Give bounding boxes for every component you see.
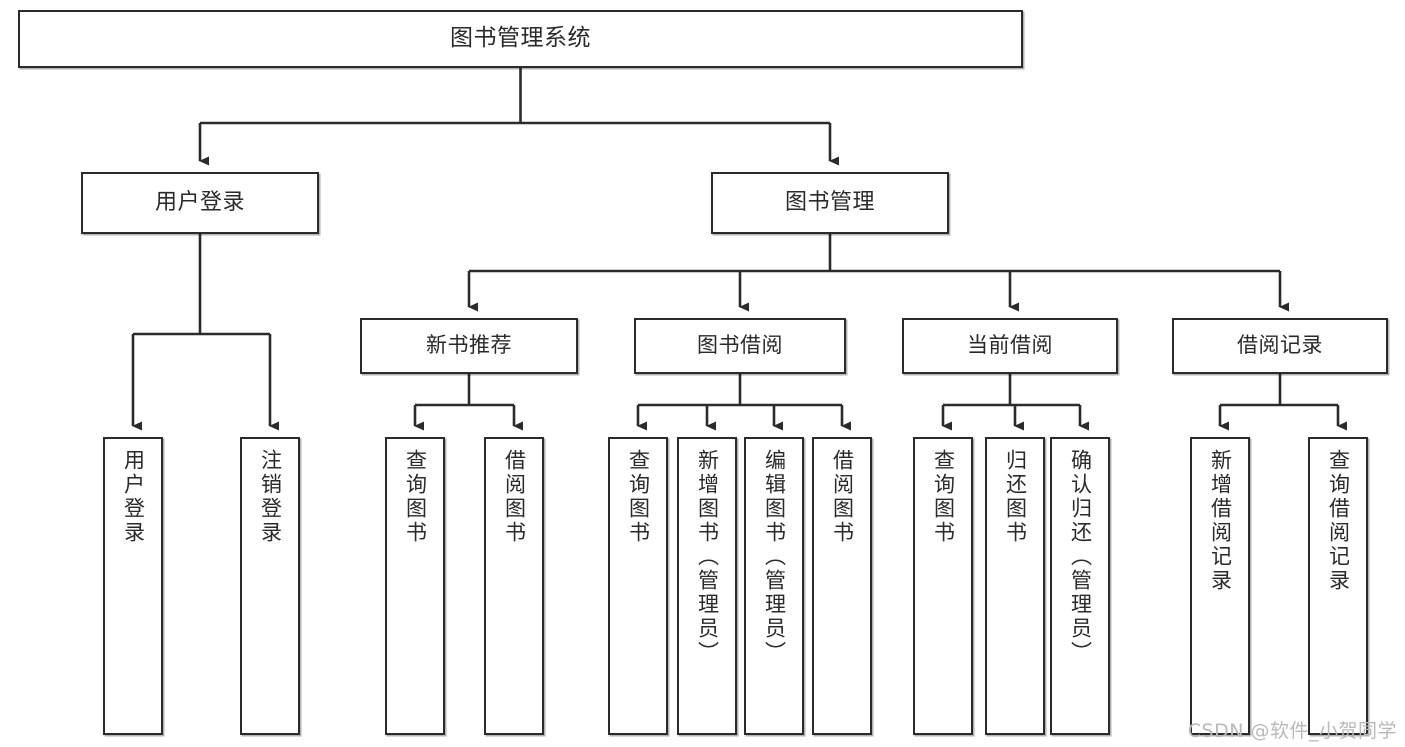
node-leaf-user-login[interactable]: 用户登录 (103, 437, 163, 735)
node-label-book-manage: 图书管理 (784, 189, 875, 215)
node-label-leaf-query-record: 查询借阅记录 (1326, 449, 1351, 593)
node-user-login[interactable]: 用户登录 (81, 172, 319, 234)
node-leaf-query-book-1[interactable]: 查询图书 (385, 437, 445, 735)
node-leaf-return-book[interactable]: 归还图书 (985, 437, 1045, 735)
node-label-current-borrow: 当前借阅 (967, 333, 1053, 358)
node-book-borrow[interactable]: 图书借阅 (634, 318, 846, 374)
node-leaf-query-book-2[interactable]: 查询图书 (608, 437, 668, 735)
node-leaf-query-record[interactable]: 查询借阅记录 (1308, 437, 1368, 735)
node-leaf-borrow-book-1[interactable]: 借阅图书 (484, 437, 544, 735)
node-label-leaf-add-record: 新增借阅记录 (1208, 449, 1233, 593)
node-leaf-query-book-3[interactable]: 查询图书 (913, 437, 973, 735)
node-label-leaf-borrow-book-2: 借阅图书 (830, 449, 855, 545)
node-label-borrow-record: 借阅记录 (1237, 333, 1323, 358)
node-leaf-edit-book[interactable]: 编辑图书（管理员） (744, 437, 804, 735)
node-label-leaf-logout: 注销登录 (258, 449, 283, 545)
node-leaf-logout[interactable]: 注销登录 (240, 437, 300, 735)
node-label-book-borrow: 图书借阅 (697, 333, 783, 358)
node-label-leaf-query-book-3: 查询图书 (931, 449, 956, 545)
node-label-leaf-query-book-1: 查询图书 (403, 449, 428, 545)
node-root[interactable]: 图书管理系统 (18, 10, 1023, 68)
node-label-leaf-confirm-ret: 确认归还（管理员） (1068, 449, 1093, 665)
node-label-new-book-rec: 新书推荐 (426, 333, 512, 358)
node-label-leaf-edit-book: 编辑图书（管理员） (762, 449, 787, 665)
node-label-leaf-borrow-book-1: 借阅图书 (502, 449, 527, 545)
node-label-leaf-return-book: 归还图书 (1003, 449, 1028, 545)
node-leaf-add-book[interactable]: 新增图书（管理员） (677, 437, 737, 735)
node-leaf-confirm-ret[interactable]: 确认归还（管理员） (1050, 437, 1110, 735)
node-label-root: 图书管理系统 (450, 25, 591, 52)
node-book-manage[interactable]: 图书管理 (711, 172, 949, 234)
node-label-leaf-user-login: 用户登录 (121, 449, 146, 545)
node-current-borrow[interactable]: 当前借阅 (902, 318, 1118, 374)
node-leaf-borrow-book-2[interactable]: 借阅图书 (812, 437, 872, 735)
node-label-user-login: 用户登录 (154, 189, 245, 215)
csdn-watermark: CSDN @软件_小贺同学 (1187, 720, 1397, 742)
node-label-leaf-query-book-2: 查询图书 (626, 449, 651, 545)
node-borrow-record[interactable]: 借阅记录 (1172, 318, 1388, 374)
node-leaf-add-record[interactable]: 新增借阅记录 (1190, 437, 1250, 735)
node-label-leaf-add-book: 新增图书（管理员） (695, 449, 720, 665)
node-new-book-rec[interactable]: 新书推荐 (360, 318, 578, 374)
